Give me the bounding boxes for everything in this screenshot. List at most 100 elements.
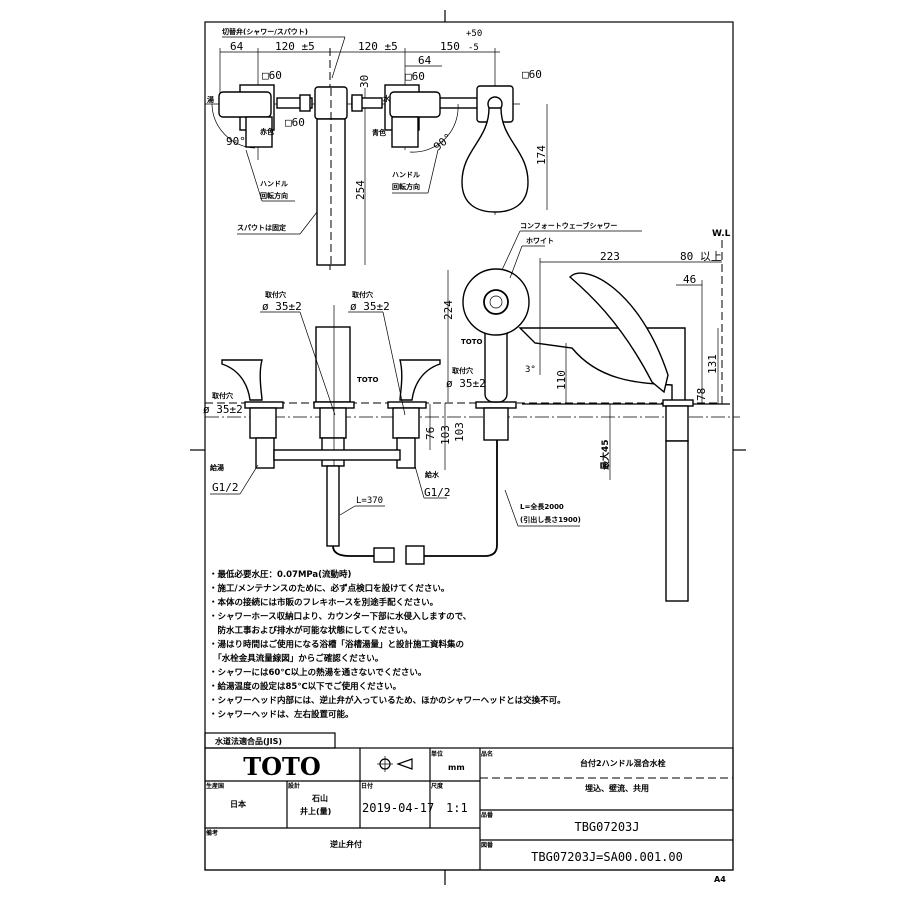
- dim-tol-plus: +50: [466, 29, 482, 39]
- label-hot-supply: 給湯: [210, 463, 224, 472]
- country-value: 日本: [230, 799, 246, 809]
- toto-logo: TOTO: [243, 752, 321, 781]
- part-number-label: 品番: [481, 811, 494, 819]
- unit-label: 単位: [431, 750, 443, 758]
- date-label: 日付: [361, 782, 373, 790]
- date-value: 2019-04-17: [362, 801, 434, 815]
- note-line: ・シャワーヘッドは、左右設置可能。: [209, 709, 354, 720]
- angle-3-deg: 3°: [525, 365, 536, 375]
- dim-sq-shower: □60: [522, 68, 542, 81]
- angle-right: 90°: [431, 131, 455, 154]
- label-hose-total: L=全長2000: [520, 502, 564, 511]
- dim-sq-handle-right: □60: [405, 70, 425, 83]
- label-handle-rotation-right-2: 回転方向: [392, 182, 420, 191]
- dim-handle-left: 64: [230, 40, 244, 53]
- note-line: ・給湯温度の設定は85℃以下でご使用ください。: [209, 681, 401, 692]
- flex-hose: [332, 545, 380, 557]
- third-angle-projection-icon: [377, 756, 413, 772]
- dim-78: 78: [695, 388, 708, 401]
- dim-76: 76: [424, 427, 437, 440]
- dim-hose-length: L=370: [356, 496, 383, 506]
- dim-103-shower: 103: [453, 422, 466, 442]
- note-line: 「水栓金具流量線図」からご確認ください。: [209, 653, 383, 664]
- designer-label: 設計: [288, 782, 300, 790]
- remarks-label: 備考: [206, 829, 218, 837]
- dim-thread-right: G1/2: [424, 486, 451, 499]
- label-toto-mark: TOTO: [357, 376, 379, 384]
- dim-mount-dia-mid: ø 35±2: [262, 300, 302, 313]
- scale-value: 1:1: [446, 801, 468, 815]
- dim-46: 46: [683, 273, 696, 286]
- note-line: ・シャワーホース収納口より、カウンター下部に水侵入しますので、: [209, 611, 471, 622]
- label-hot-mark: 湯: [207, 95, 214, 104]
- product-name-label: 品名: [481, 750, 493, 758]
- label-mount-hole-mid: 取付穴: [265, 290, 286, 299]
- dim-shower-length: 174: [535, 145, 548, 165]
- label-shower-name: コンフォートウェーブシャワー: [520, 221, 617, 230]
- designer-2: 井上(量): [300, 806, 331, 816]
- note-line: 防水工事および排水が可能な状態にしてください。: [209, 625, 413, 636]
- designer-1: 石山: [311, 793, 328, 803]
- drawing-number-label: 図番: [481, 841, 494, 849]
- dim-110: 110: [555, 370, 568, 390]
- part-number: TBG07203J: [574, 820, 639, 834]
- front-shower-handle: [484, 325, 508, 403]
- dim-max-45: 最大45: [599, 439, 611, 470]
- shower-head-plan: [461, 107, 529, 213]
- dim-spacing-left: 120 ±5: [275, 40, 315, 53]
- front-right-handle: [399, 359, 441, 401]
- label-shower-color: ホワイト: [526, 237, 554, 245]
- right-handle: [389, 91, 441, 118]
- label-handle-rotation-left: ハンドル: [260, 180, 288, 188]
- notes: ・最低必要水圧：0.07MPa(流動時) ・施工/メンテナンスのために、必ず点検…: [209, 569, 566, 720]
- dim-224: 224: [442, 300, 455, 320]
- label-hose-pullout: (引出し長さ1900): [520, 515, 581, 524]
- front-left-handle: [221, 359, 263, 401]
- dim-223: 223: [600, 250, 620, 263]
- product-sub: 埋込、壁流、共用: [585, 783, 649, 793]
- note-line: ・最低必要水圧：0.07MPa(流動時): [209, 569, 352, 580]
- front-shower-head: [462, 268, 530, 336]
- label-blue: 青色: [372, 128, 386, 137]
- label-switch-valve: 切替弁(シャワー/スパウト): [222, 27, 308, 36]
- label-red: 赤色: [260, 127, 274, 136]
- dim-handle-right: 64: [418, 54, 432, 67]
- label-cold-mark: 水: [383, 94, 391, 103]
- label-spout-fixed: スパウトは固定: [237, 223, 286, 232]
- label-handle-rotation-right: ハンドル: [392, 171, 420, 179]
- dim-80-min: 80 以上: [680, 250, 722, 263]
- note-line: ・施工/メンテナンスのために、必ず点検口を設けてください。: [209, 583, 449, 594]
- label-handle-rotation-left-2: 回転方向: [260, 191, 288, 200]
- dim-mount-dia-shower: ø 35±2: [446, 377, 486, 390]
- dim-103: 103: [439, 425, 452, 445]
- jis-label: 水道法適合品(JIS): [214, 736, 282, 746]
- plan-view: 64 120 ±5 120 ±5 150 +50 -5 64 □60 □60 □…: [205, 27, 548, 270]
- note-line: ・湯はり時間はご使用になる浴槽「浴槽湯量」と設計施工資料集の: [209, 639, 464, 650]
- label-toto-mark-shower: TOTO: [461, 338, 483, 346]
- dim-sq-spout: □60: [285, 116, 305, 129]
- label-cold-supply: 給水: [425, 470, 440, 479]
- dim-spout-length: 254: [354, 180, 367, 200]
- dim-tol-minus: -5: [468, 43, 479, 53]
- dim-thread-left: G1/2: [212, 481, 239, 494]
- front-spout: [315, 326, 351, 403]
- dim-131: 131: [706, 354, 719, 374]
- product-name: 台付2ハンドル混合水栓: [580, 758, 666, 768]
- label-mount-hole-right: 取付穴: [352, 290, 373, 299]
- front-view: 取付穴 ø 35±2 取付穴 ø 35±2 取付穴 ø 35±2 TOTO TO…: [203, 268, 740, 565]
- drawing-number: TBG07203J=SA00.001.00: [531, 850, 683, 864]
- dim-sq-handle-left: □60: [262, 69, 282, 82]
- connecting-pipe: [273, 449, 401, 461]
- label-mount-hole-shower: 取付穴: [452, 366, 473, 375]
- unit-value: mm: [448, 763, 465, 772]
- dim-mount-dia-right: ø 35±2: [350, 300, 390, 313]
- paper-size: A4: [714, 875, 726, 884]
- note-line: ・シャワーヘッド内部には、逆止弁が入っているため、ほかのシャワーヘッドとは交換不…: [209, 695, 566, 706]
- drawing-frame: [204, 21, 734, 871]
- angle-left: 90°: [226, 135, 246, 148]
- title-block: 水道法適合品(JIS) TOTO 単位 mm 品名 台付2ハンドル混合水栓 埋込…: [204, 732, 734, 884]
- side-view: W.L 223 80 以上 46 131 110 78 3° 最大45 コンフォ…: [501, 221, 731, 602]
- side-shower-handle: [568, 272, 669, 394]
- dim-spacing-right: 120 ±5: [358, 40, 398, 53]
